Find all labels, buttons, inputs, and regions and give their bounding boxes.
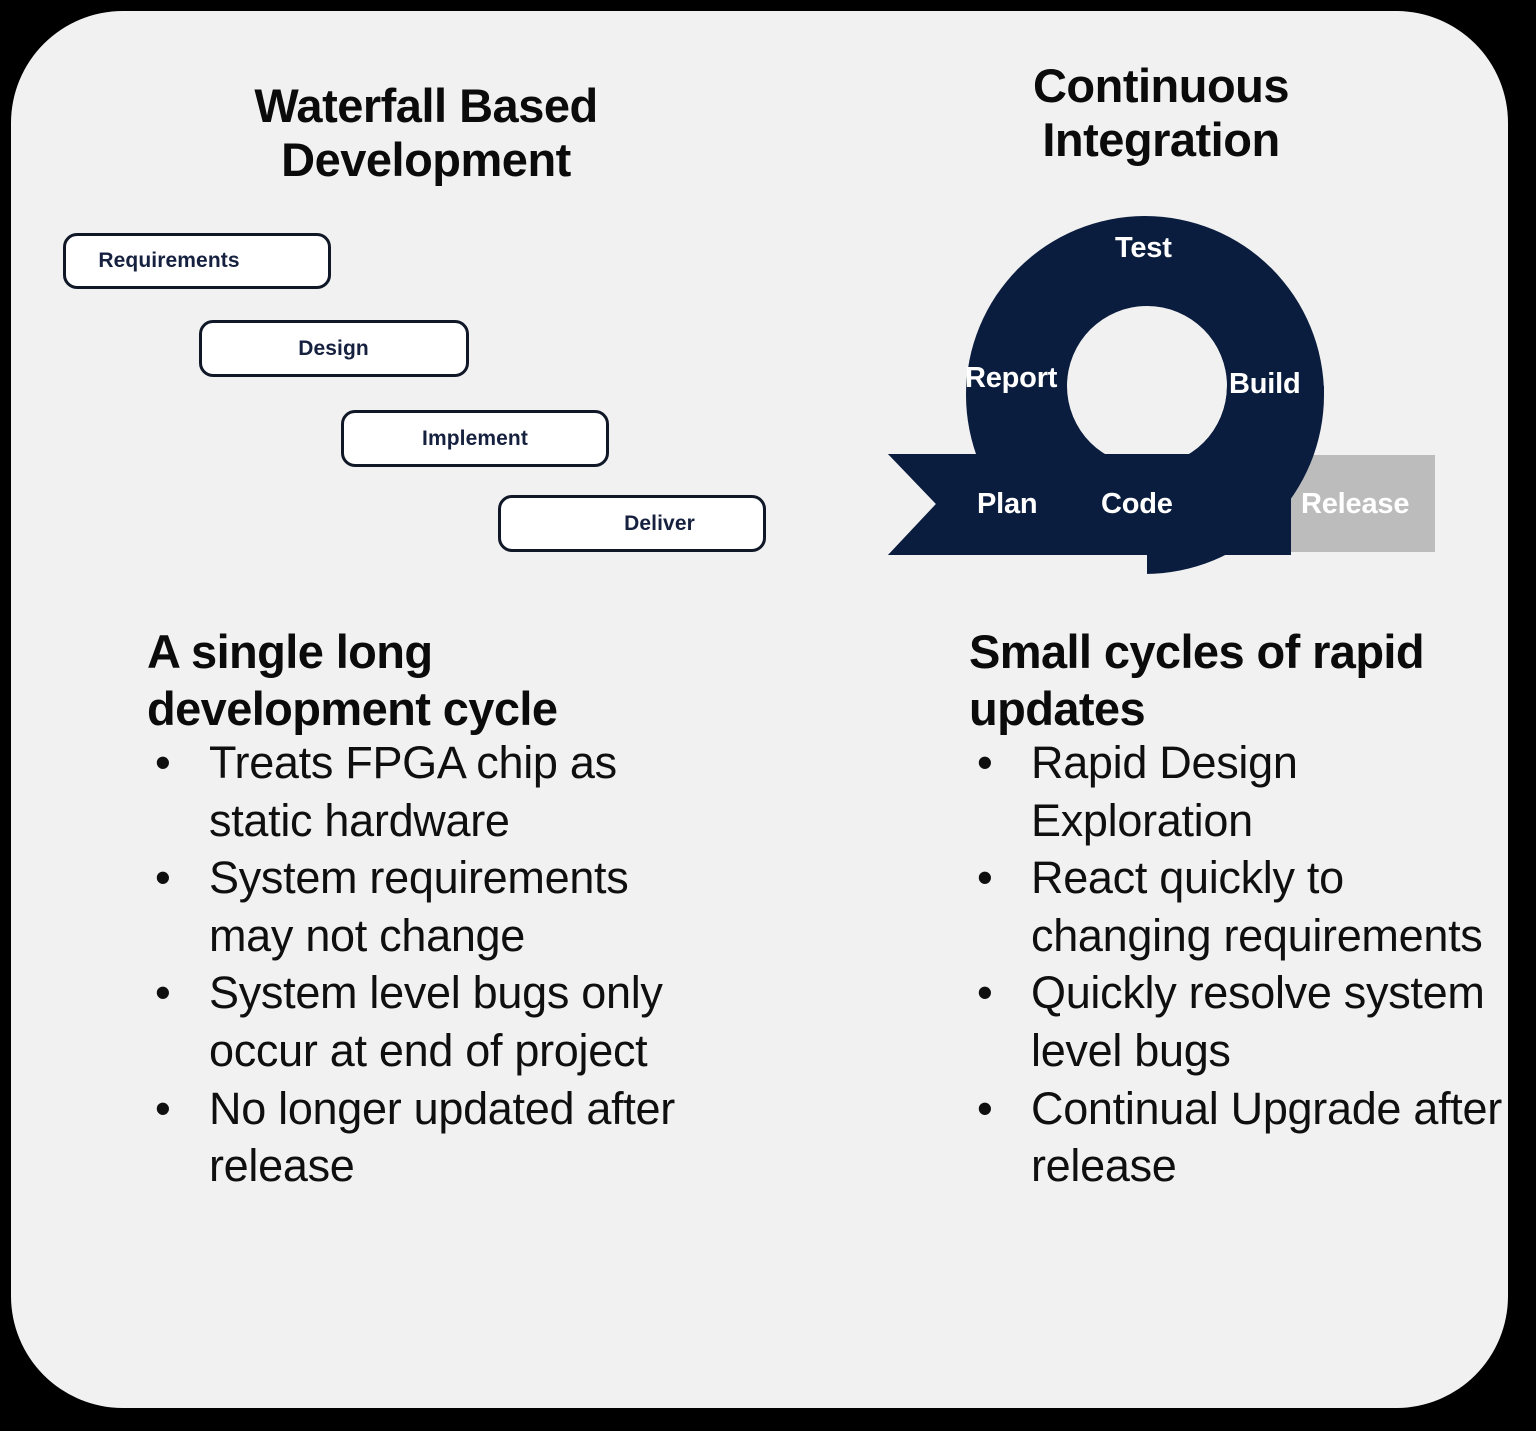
content-card: Waterfall Based Development Requirements… — [11, 11, 1508, 1408]
list-item-text: No longer updated after release — [209, 1082, 675, 1192]
bullet-glyph: • — [977, 967, 993, 1019]
list-item: • React quickly to changing requirements — [969, 849, 1508, 964]
list-item-text: Continual Upgrade after release — [1031, 1082, 1502, 1192]
bullet-glyph: • — [155, 852, 171, 904]
bullet-glyph: • — [977, 737, 993, 788]
ring-lower-sweep — [1145, 386, 1324, 565]
waterfall-stage-design[interactable]: Design — [199, 320, 469, 377]
waterfall-stage-label: Deliver — [624, 511, 695, 535]
ci-label-test: Test — [1115, 232, 1172, 264]
ci-label-release: Release — [1301, 488, 1410, 520]
bullet-glyph: • — [155, 737, 171, 788]
list-item: • System level bugs only occur at end of… — [147, 964, 717, 1079]
list-item: • Quickly resolve system level bugs — [969, 964, 1508, 1079]
list-item: • System requirements may not change — [147, 849, 717, 964]
bullet-glyph: • — [155, 967, 171, 1019]
waterfall-stage-requirements[interactable]: Requirements — [63, 233, 331, 289]
list-item: • No longer updated after release — [147, 1080, 717, 1195]
bullet-glyph: • — [977, 852, 993, 904]
continuous-integration-diagram: Test Report Build Plan Code Release — [871, 196, 1451, 576]
ci-ring-inner-hole — [1067, 306, 1227, 466]
bullet-glyph: • — [155, 1082, 171, 1134]
ci-label-plan: Plan — [977, 488, 1038, 520]
list-item-text: System level bugs only occur at end of p… — [209, 967, 663, 1076]
right-column-heading: Small cycles of rapid updates — [969, 625, 1425, 736]
ci-label-report: Report — [965, 362, 1058, 394]
ci-label-code: Code — [1101, 488, 1173, 520]
waterfall-stage-label: Design — [298, 336, 369, 360]
bullet-glyph: • — [977, 1082, 993, 1134]
waterfall-stage-implement[interactable]: Implement — [341, 410, 609, 467]
right-column-bullet-list: • Rapid Design Exploration • React quick… — [969, 734, 1508, 1195]
continuous-integration-title: Continuous Integration — [1032, 59, 1290, 166]
list-item-text: React quickly to changing requirements — [1031, 852, 1483, 961]
list-item: • Continual Upgrade after release — [969, 1080, 1508, 1195]
list-item-text: System requirements may not change — [209, 852, 629, 961]
ci-label-build: Build — [1229, 368, 1301, 400]
waterfall-stage-label: Requirements — [98, 249, 240, 272]
list-item-text: Rapid Design Exploration — [1031, 737, 1298, 846]
waterfall-stage-label: Implement — [422, 426, 528, 450]
list-item: • Rapid Design Exploration — [969, 734, 1508, 849]
left-column-heading: A single long development cycle — [147, 625, 558, 736]
waterfall-stage-deliver[interactable]: Deliver — [498, 495, 766, 552]
list-item-text: Quickly resolve system level bugs — [1031, 967, 1485, 1076]
list-item: • Treats FPGA chip as static hardware — [147, 734, 717, 849]
list-item-text: Treats FPGA chip as static hardware — [209, 737, 617, 846]
waterfall-title: Waterfall Based Development — [254, 79, 598, 186]
left-column-bullet-list: • Treats FPGA chip as static hardware • … — [147, 734, 717, 1195]
